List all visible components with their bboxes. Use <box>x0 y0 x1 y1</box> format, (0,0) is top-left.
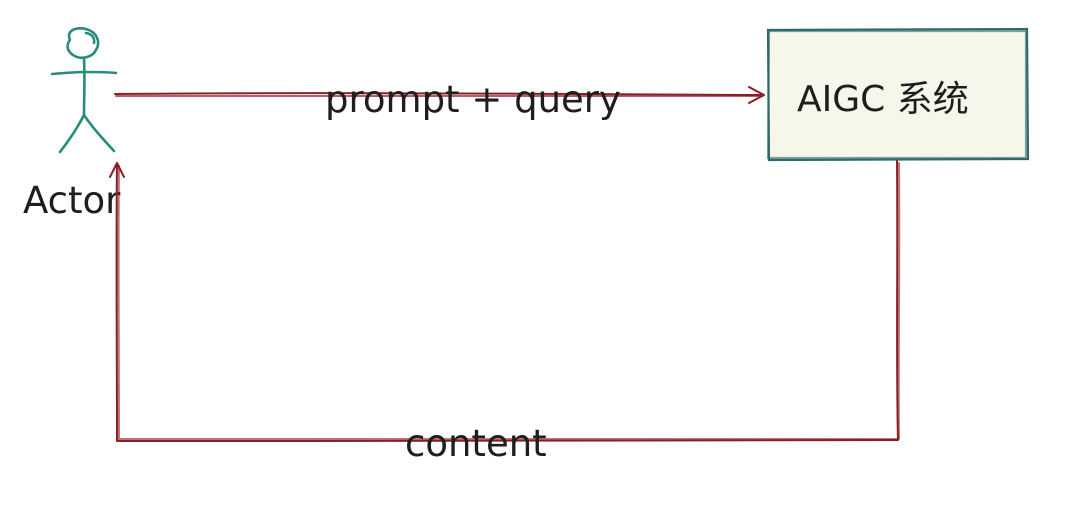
actor-icon <box>50 27 118 154</box>
aigc-system-label: AIGC 系统 <box>797 79 969 120</box>
response-arrow <box>109 160 901 442</box>
request-arrow <box>114 86 765 104</box>
aigc-system-box <box>766 27 1030 162</box>
response-label: content <box>405 422 547 465</box>
request-label: prompt + query <box>325 78 621 121</box>
actor-label: Actor <box>23 179 121 222</box>
